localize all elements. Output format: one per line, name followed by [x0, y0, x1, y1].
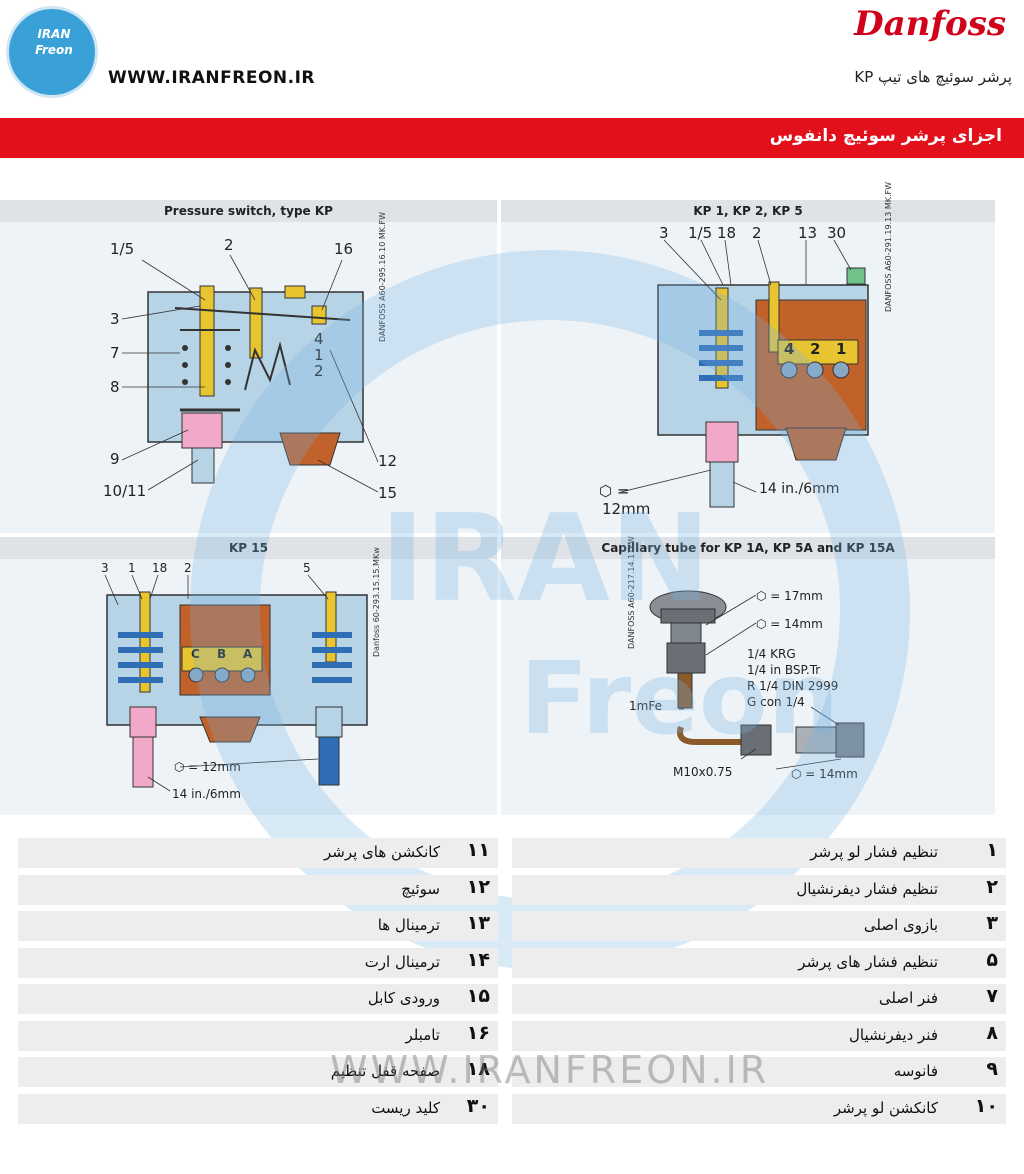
drawing-code: DANFOSS A60-291.19.13 MK.FW: [884, 181, 893, 312]
legend-row-left: ۱۸ صفحه قفل تنظیم: [18, 1057, 498, 1087]
legend-text: ترمینال ارت: [364, 953, 440, 971]
legend-text: تنظیم فشار های پرشر: [798, 953, 938, 971]
legend-text: کانکشن لو پرشر: [833, 1099, 938, 1117]
legend-row-left: ۱۴ ترمینال ارت: [18, 948, 498, 978]
legend-text: صفحه قفل تنظیم: [330, 1062, 440, 1080]
terminal-2: 2: [810, 340, 821, 358]
label-30: 30: [827, 224, 847, 242]
legend-row-left: ۱۲ سوئیچ: [18, 875, 498, 905]
legend-text: تنظیم فشار دیفرنشیال: [796, 880, 938, 898]
legend-row-right: ۲ تنظیم فشار دیفرنشیال: [512, 875, 1006, 905]
legend-text: تنظیم فشار لو پرشر: [810, 843, 938, 861]
label-10-11: 10/11: [103, 482, 147, 500]
legend-text: بازوی اصلی: [863, 916, 938, 934]
legend-text: فانوسه: [893, 1062, 938, 1080]
legend-row-right: ۵ تنظیم فشار های پرشر: [512, 948, 1006, 978]
label-2: 2: [184, 561, 192, 575]
legend-number: ۹: [986, 1058, 998, 1080]
terminal-1: 1: [836, 340, 847, 358]
header-subtitle: پرشر سوئیچ های تیپ KP: [854, 68, 1012, 86]
label-3: 3: [101, 561, 109, 575]
legend-number: ۱۸: [466, 1058, 490, 1080]
legend-row-right: ۷ فنر اصلی: [512, 984, 1006, 1014]
logo-text: IRAN Freon: [35, 27, 73, 57]
watermark-iran: IRAN: [380, 490, 711, 629]
legend-number: ۳۰: [466, 1095, 490, 1117]
label-2: 2: [224, 236, 234, 254]
legend-number: ۵: [986, 949, 998, 971]
legend-number: ۱۶: [466, 1022, 490, 1044]
legend-row-right: ۸ فنر دیفرنشیال: [512, 1021, 1006, 1051]
legend-number: ۸: [986, 1022, 998, 1044]
legend-row-left: ۱۶ تامبلر: [18, 1021, 498, 1051]
legend-text: کانکشن های پرشر: [323, 843, 440, 861]
label-3: 3: [110, 310, 120, 328]
legend-number: ۱۴: [466, 949, 490, 971]
section-title: اجزای پرشر سوئیچ دانفوس: [769, 126, 1002, 146]
label-1-5: 1/5: [688, 224, 713, 242]
legend-number: ۱: [986, 839, 998, 861]
legend-row-left: ۳۰ کلید ریست: [18, 1094, 498, 1124]
legend-row-left: ۱۱ کانکشن های پرشر: [18, 838, 498, 868]
label-18: 18: [152, 561, 168, 575]
label-13: 13: [798, 224, 818, 242]
legend-row-left: ۱۵ ورودی کابل: [18, 984, 498, 1014]
section-title-band: [0, 118, 1024, 158]
legend-text: کلید ریست: [371, 1099, 440, 1117]
legend-row-right: ۱ تنظیم فشار لو پرشر: [512, 838, 1006, 868]
danfoss-logo: Danfoss: [854, 4, 1006, 44]
watermark-url: WWW.IRANFREON.IR: [330, 1048, 770, 1092]
label-18: 18: [717, 224, 737, 242]
legend-number: ۱۰: [974, 1095, 998, 1117]
thread-label: 14 in./6mm: [172, 787, 241, 801]
legend-text: فنر دیفرنشیال: [848, 1026, 938, 1044]
legend-number: ۳: [986, 912, 998, 934]
legend-row-right: ۹ فانوسه: [512, 1057, 1006, 1087]
label-1-5: 1/5: [110, 240, 135, 258]
label-8: 8: [110, 378, 120, 396]
label-16: 16: [334, 240, 354, 258]
label-7: 7: [110, 344, 120, 362]
legend-number: ۱۲: [466, 876, 490, 898]
iranfreon-logo: [6, 6, 98, 98]
legend-text: سوئیچ: [401, 880, 440, 898]
legend-row-left: ۱۳ ترمینال ها: [18, 911, 498, 941]
legend-text: ترمینال ها: [377, 916, 440, 934]
legend-number: ۷: [986, 985, 998, 1007]
label-9: 9: [110, 450, 120, 468]
legend-text: فنر اصلی: [878, 989, 938, 1007]
legend-row-right: ۱۰ کانکشن لو پرشر: [512, 1094, 1006, 1124]
label-1: 1: [128, 561, 136, 575]
legend-row-right: ۳ بازوی اصلی: [512, 911, 1006, 941]
legend-number: ۲: [986, 876, 998, 898]
site-url[interactable]: WWW.IRANFREON.IR: [108, 68, 315, 88]
legend-number: ۱۳: [466, 912, 490, 934]
legend-number: ۱۵: [466, 985, 490, 1007]
panel-title: KP 1, KP 2, KP 5: [501, 200, 995, 222]
legend-text: ورودی کابل: [367, 989, 440, 1007]
legend-number: ۱۱: [466, 839, 490, 861]
panel-title: Pressure switch, type KP: [0, 200, 497, 222]
label-3: 3: [659, 224, 669, 242]
legend-text: تامبلر: [405, 1026, 440, 1044]
watermark-freon: Freon: [520, 640, 839, 757]
label-2: 2: [752, 224, 762, 242]
